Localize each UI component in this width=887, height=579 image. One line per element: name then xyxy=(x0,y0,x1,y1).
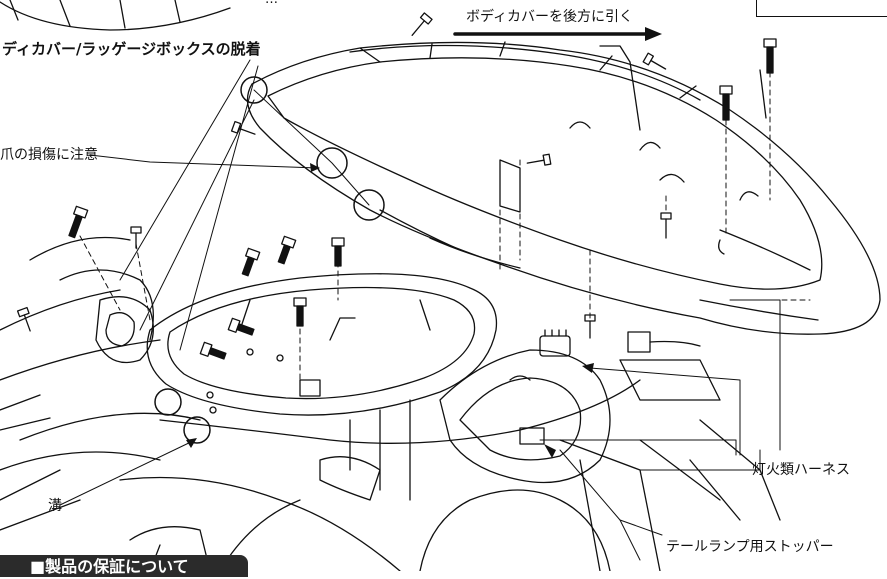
screw xyxy=(526,153,552,166)
bolt xyxy=(719,85,733,121)
bolt xyxy=(227,317,255,336)
pull-back-label: ボディカバーを後方に引く xyxy=(466,9,634,25)
bolt xyxy=(331,237,345,267)
frame-and-chassis xyxy=(0,236,781,571)
top-fragment-label: … xyxy=(265,0,278,7)
screw xyxy=(230,120,256,135)
harness-label: 灯火類ハーネス xyxy=(752,462,850,478)
bolt xyxy=(277,235,297,265)
screw xyxy=(642,52,667,70)
bolt xyxy=(68,205,89,239)
claw-damage-label: 爪の損傷に注意 xyxy=(0,147,98,163)
bolt xyxy=(411,12,433,36)
section-tab: ■製品の保証について xyxy=(0,555,248,577)
luggage-box xyxy=(146,273,498,416)
pull-direction-arrow xyxy=(453,27,662,41)
reference-box xyxy=(756,0,887,17)
groove-label: 溝 xyxy=(48,498,62,514)
screw xyxy=(660,212,672,239)
screw xyxy=(16,306,31,332)
alignment-guides xyxy=(79,71,811,381)
stopper-label: テールランプ用ストッパー xyxy=(666,539,834,555)
body-cover xyxy=(246,41,881,335)
attention-circles xyxy=(154,76,385,444)
leader-lines xyxy=(59,59,781,561)
bolt xyxy=(241,247,261,277)
bolt xyxy=(293,297,307,327)
bolts xyxy=(16,12,777,360)
bolt xyxy=(763,38,777,74)
partial-wheel xyxy=(0,0,231,31)
harness-connectors xyxy=(509,329,701,445)
diagram-title: ディカバー/ラッゲージボックスの脱着 xyxy=(2,40,261,58)
bolt xyxy=(199,341,227,360)
